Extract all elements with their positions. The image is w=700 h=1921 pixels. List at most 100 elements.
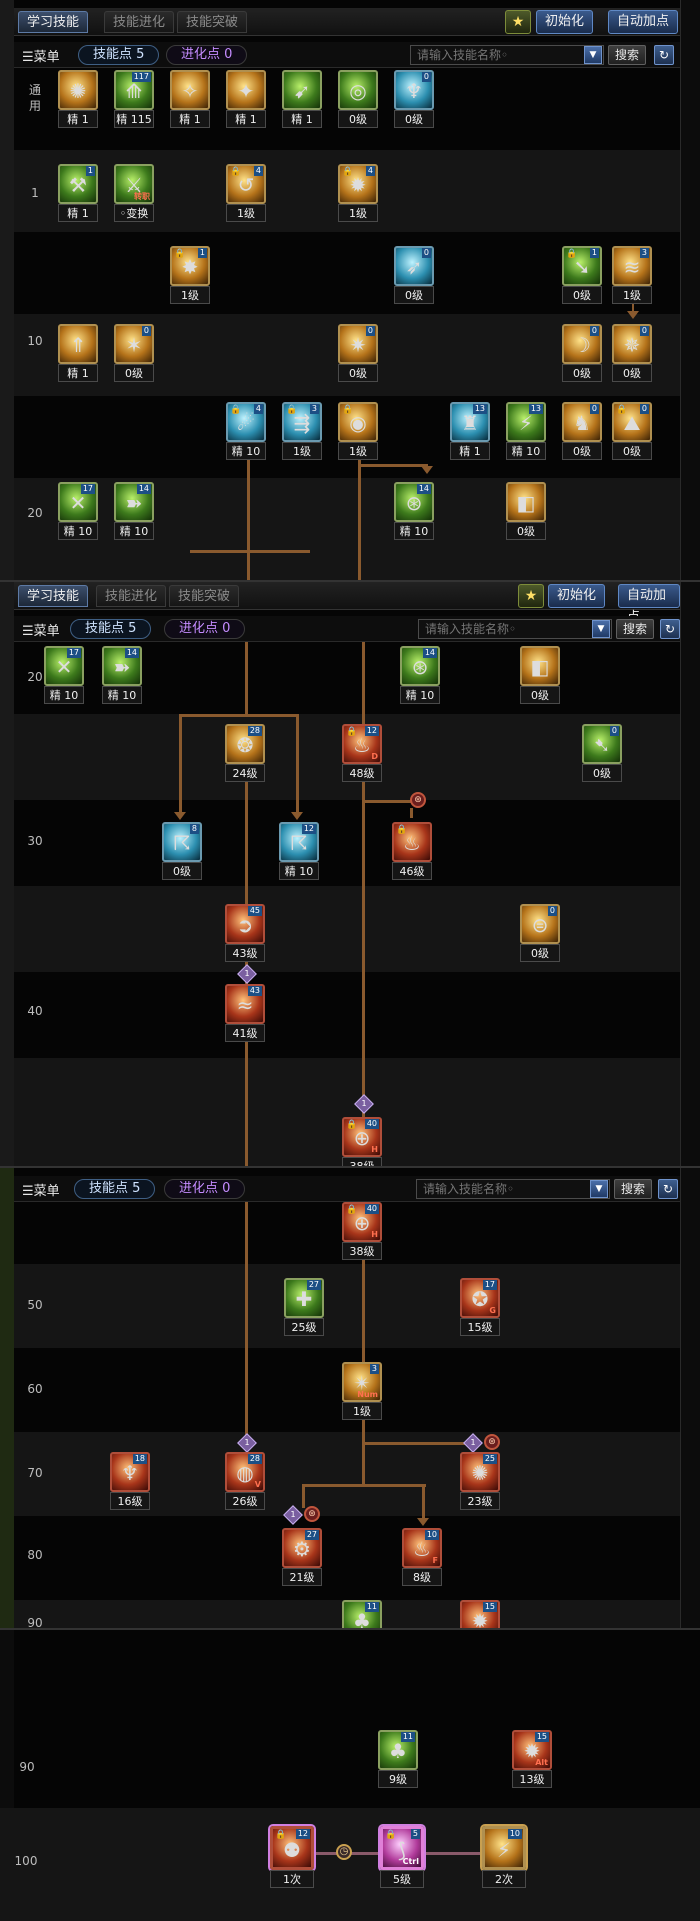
search-input[interactable] — [416, 1179, 610, 1199]
skill-icon: ⚔转职 — [114, 164, 154, 204]
skill-slot[interactable]: ⚔转职◦变换 — [114, 164, 154, 226]
skill-slot[interactable]: ✺精 1 — [58, 70, 98, 132]
search-input[interactable] — [410, 45, 604, 65]
skill-slot[interactable]: ◎0级 — [338, 70, 378, 132]
auto-allocate-button[interactable]: 自动加点 — [608, 10, 679, 34]
skill-icon: 🔒↺4 — [226, 164, 266, 204]
skill-icon: 🔒♨ — [392, 822, 432, 862]
refresh-icon[interactable]: ↻ — [660, 619, 680, 639]
row-label: 通用 — [28, 83, 41, 113]
skill-slot[interactable]: ✦精 1 — [226, 70, 266, 132]
search-button[interactable]: 搜索 — [614, 1179, 653, 1199]
skill-slot[interactable]: 🔒♨46级 — [392, 822, 432, 884]
tab-learn-skill[interactable]: 学习技能 — [18, 585, 89, 607]
skill-level: 精 10 — [58, 522, 98, 540]
scrollbar[interactable] — [680, 582, 700, 1166]
swirl-link-icon: ⊛ — [304, 1506, 320, 1522]
star-icon[interactable]: ★ — [518, 584, 544, 608]
chevron-down-icon[interactable]: ▼ — [592, 620, 610, 638]
skill-slot[interactable]: ⇑精 1 — [58, 324, 98, 386]
skill-icon: ⚒1 — [58, 164, 98, 204]
chevron-down-icon[interactable]: ▼ — [590, 1180, 608, 1198]
menu-button[interactable]: ☰菜单 — [22, 624, 60, 639]
search-button[interactable]: 搜索 — [608, 45, 647, 65]
auto-allocate-button[interactable]: 自动加点 — [618, 584, 680, 625]
init-button[interactable]: 初始化 — [548, 584, 606, 608]
skill-slot[interactable]: ➹精 1 — [282, 70, 322, 132]
tab-skill-break[interactable]: 技能突破 — [177, 11, 248, 33]
tab-learn-skill[interactable]: 学习技能 — [18, 11, 89, 33]
refresh-icon[interactable]: ↻ — [654, 45, 674, 65]
init-button[interactable]: 初始化 — [536, 10, 594, 34]
skill-slot[interactable]: ✧精 1 — [170, 70, 210, 132]
search-input[interactable] — [418, 619, 612, 639]
scrollbar[interactable] — [680, 1168, 700, 1628]
menu-button[interactable]: ☰菜单 — [22, 1184, 60, 1199]
star-icon[interactable]: ★ — [505, 10, 531, 34]
chevron-down-icon[interactable]: ▼ — [584, 46, 602, 64]
skill-slot[interactable]: ◧0级 — [520, 646, 560, 708]
skill-slot[interactable]: 🔒◉1级 — [338, 402, 378, 464]
tab-skill-evolve[interactable]: 技能进化 — [104, 11, 175, 33]
tab-skill-evolve[interactable]: 技能进化 — [96, 585, 167, 607]
scrollbar[interactable] — [680, 0, 700, 580]
skill-slot[interactable]: ◧0级 — [506, 482, 546, 544]
menu-button[interactable]: ☰菜单 — [22, 50, 60, 65]
tab-skill-break[interactable]: 技能突破 — [169, 585, 240, 607]
refresh-icon[interactable]: ↻ — [658, 1179, 678, 1199]
search-button[interactable]: 搜索 — [616, 619, 655, 639]
connector-line — [362, 1256, 365, 1366]
